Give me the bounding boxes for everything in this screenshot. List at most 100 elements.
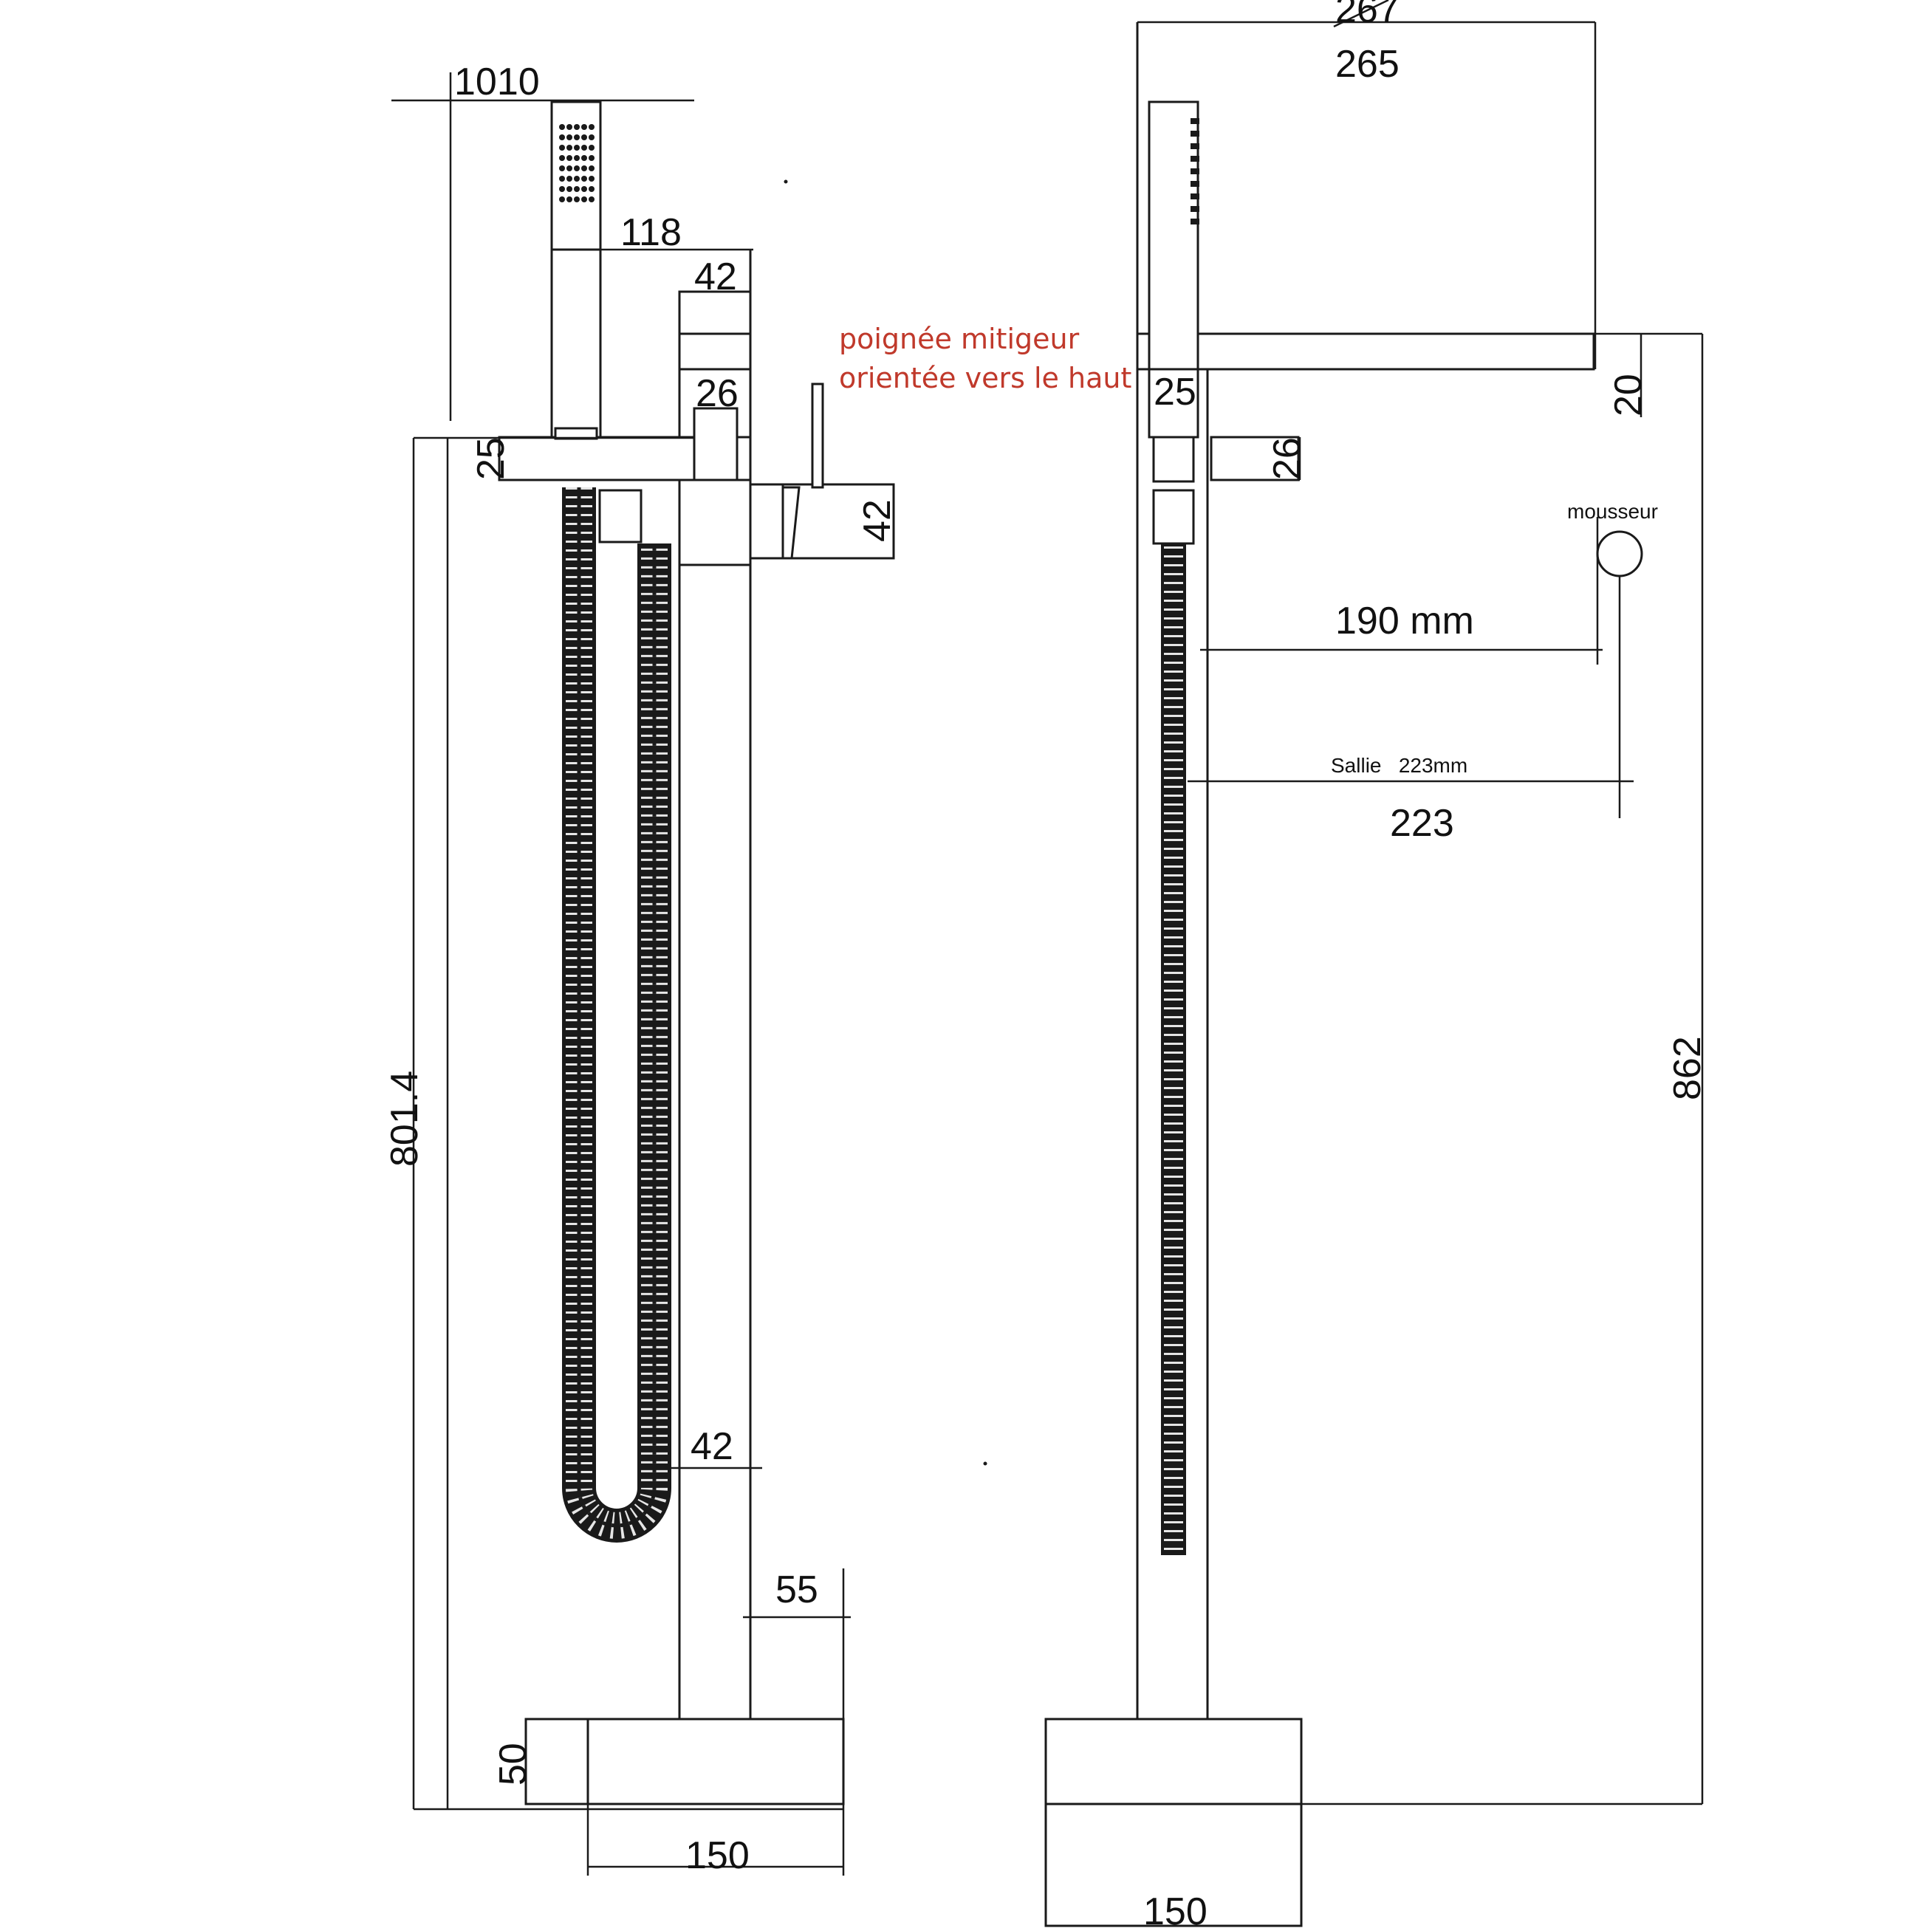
- shower-nozzle: [581, 134, 587, 140]
- left-view: 1010 118 42 26 25 42 801.4 42 55 50 150 …: [383, 61, 1131, 1877]
- left-dimension-lines: [391, 72, 895, 1876]
- left-dim-offset: 55: [775, 1568, 818, 1611]
- shower-nozzle: [589, 186, 595, 192]
- aerator-circle-icon: [1596, 530, 1643, 577]
- right-dim-projection: 223: [1390, 802, 1454, 845]
- left-dim-total-height: 801.4: [383, 1071, 426, 1167]
- left-hose-holder: [598, 489, 643, 543]
- shower-nozzle: [574, 196, 580, 202]
- braided-hose-icon: [1161, 543, 1186, 1555]
- shower-nozzle: [574, 176, 580, 182]
- shower-nozzle: [581, 176, 587, 182]
- left-shower-nozzles: [559, 124, 595, 202]
- right-dim-spout-thickness: 20: [1607, 374, 1650, 416]
- shower-nozzle: [589, 176, 595, 182]
- left-mixer-lever: [811, 383, 824, 489]
- left-mixer-handle: [781, 483, 895, 560]
- left-dim-column-top: 42: [694, 255, 737, 298]
- shower-nozzle: [1191, 168, 1199, 174]
- shower-nozzle: [566, 165, 572, 171]
- shower-nozzle: [574, 145, 580, 151]
- shower-nozzle: [1191, 219, 1199, 224]
- shower-nozzle: [581, 155, 587, 161]
- shower-nozzle: [581, 196, 587, 202]
- left-shower-handle: [550, 248, 602, 439]
- right-dim-old-reach: 267: [1335, 0, 1400, 31]
- shower-nozzle: [559, 145, 565, 151]
- left-shower-head: [550, 100, 602, 251]
- right-dim-total-height: 862: [1666, 1036, 1709, 1100]
- shower-nozzle: [559, 155, 565, 161]
- left-dim-column-lower: 42: [691, 1425, 733, 1468]
- mixer-handle-note: poignée mitigeur: [839, 323, 1080, 355]
- shower-nozzle: [589, 155, 595, 161]
- braided-hose-icon: [562, 487, 671, 1543]
- right-holder-ring: [1152, 436, 1195, 483]
- shower-nozzle: [566, 186, 572, 192]
- right-valve: [1210, 436, 1300, 481]
- stray-mark: [983, 1461, 987, 1466]
- left-dim-bar-height: 25: [470, 437, 513, 480]
- shower-nozzle: [559, 165, 565, 171]
- shower-nozzle: [566, 134, 572, 140]
- shower-nozzle: [559, 176, 565, 182]
- shower-nozzle: [559, 196, 565, 202]
- shower-nozzle: [566, 196, 572, 202]
- shower-nozzle: [1191, 181, 1199, 187]
- left-mixer-body: [749, 483, 784, 560]
- hand-shower-icon[interactable]: [1148, 100, 1199, 371]
- stray-mark: [784, 179, 788, 184]
- shower-nozzle: [1191, 206, 1199, 212]
- shower-nozzle: [1191, 131, 1199, 137]
- shower-nozzle: [589, 196, 595, 202]
- shower-nozzle: [566, 124, 572, 130]
- right-shower-nozzles: [1191, 118, 1199, 224]
- shower-nozzle: [589, 134, 595, 140]
- shower-nozzle: [559, 134, 565, 140]
- shower-nozzle: [574, 155, 580, 161]
- shower-nozzle: [581, 186, 587, 192]
- shower-nozzle: [1191, 193, 1199, 199]
- right-dimension-lines: [1137, 0, 1704, 1805]
- left-valve-body: [693, 407, 739, 481]
- right-dim-reach: 265: [1335, 43, 1400, 86]
- shower-nozzle: [1191, 156, 1199, 162]
- left-base-plate: [524, 1718, 845, 1805]
- shower-nozzle: [581, 165, 587, 171]
- right-dim-aerator-distance: 190 mm: [1335, 600, 1474, 642]
- shower-nozzle: [581, 124, 587, 130]
- right-hose-connector: [1152, 489, 1195, 545]
- right-spout: [1136, 332, 1595, 371]
- shower-nozzle: [574, 134, 580, 140]
- shower-nozzle: [566, 176, 572, 182]
- shower-nozzle: [581, 145, 587, 151]
- shower-nozzle: [1191, 143, 1199, 149]
- right-base-plate: [1044, 1718, 1303, 1927]
- left-dim-top-width: 1010: [454, 61, 540, 103]
- shower-nozzle: [589, 165, 595, 171]
- projection-label: Sallie 223mm: [1331, 754, 1467, 777]
- shower-nozzle: [566, 145, 572, 151]
- shower-nozzle: [574, 186, 580, 192]
- shower-nozzle: [559, 124, 565, 130]
- mixer-handle-note: orientée vers le haut: [839, 362, 1131, 394]
- hand-shower-icon[interactable]: [550, 100, 602, 440]
- shower-nozzle: [566, 155, 572, 161]
- shower-nozzle: [559, 186, 565, 192]
- shower-nozzle: [589, 145, 595, 151]
- right-dim-valve: 26: [1266, 437, 1309, 480]
- shower-nozzle: [589, 124, 595, 130]
- shower-nozzle: [574, 124, 580, 130]
- shower-nozzle: [1191, 118, 1199, 124]
- aerator-label: mousseur: [1567, 500, 1658, 523]
- left-dim-lever-depth: 42: [856, 499, 899, 542]
- left-dim-arm-width: 118: [620, 211, 682, 254]
- right-dim-base-width: 150: [1143, 1890, 1208, 1931]
- left-dim-base-height: 50: [492, 1743, 535, 1786]
- right-shower-head: [1148, 100, 1199, 371]
- left-dim-valve: 26: [696, 372, 739, 415]
- right-view: 267 265 25 20 26 mousseur 190 mm Sallie …: [784, 0, 1709, 1931]
- shower-nozzle: [574, 165, 580, 171]
- left-dim-base-width: 150: [685, 1834, 750, 1877]
